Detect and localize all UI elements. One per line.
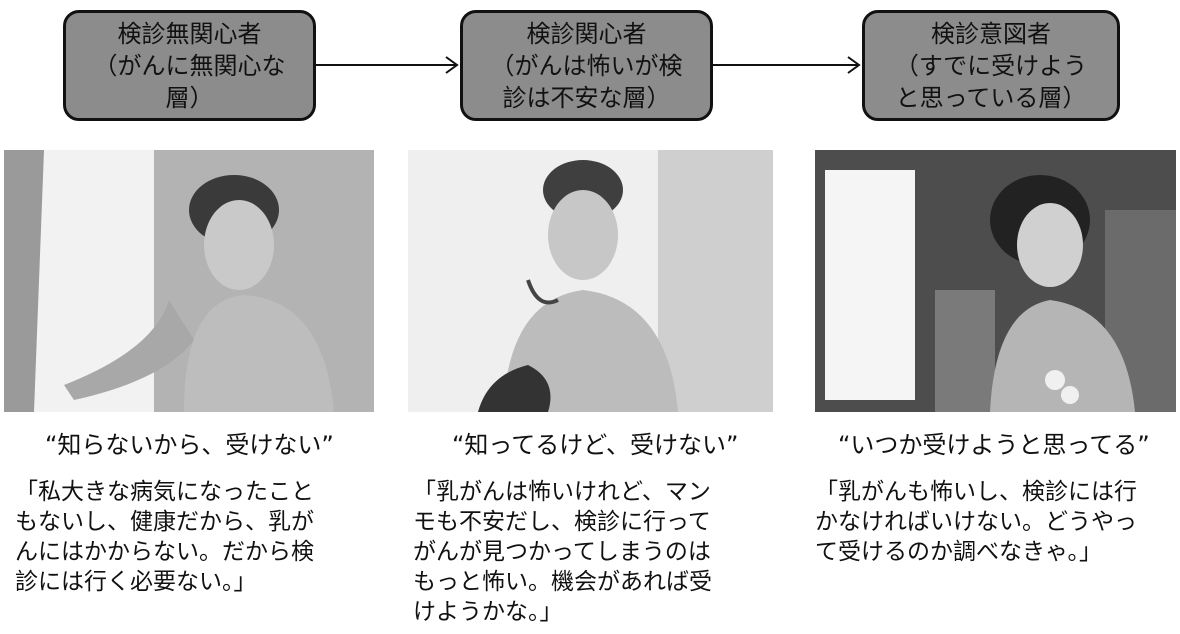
stage-description-interested: 「乳がんは怖いけれど、マン モも不安だし、検診に行って がんが見つかってしまうの… <box>413 479 712 625</box>
stage-quote-interested: “知ってるけど、受けない” <box>452 431 739 459</box>
stage-quote-intending: “いつか受けようと思ってる” <box>838 431 1150 459</box>
photo-woman-interested <box>408 150 773 412</box>
photo-woman-uninterested <box>4 150 374 412</box>
photo-woman-intending <box>815 150 1176 412</box>
stage-description-uninterested: 「私大きな病気になったこと もないし、健康だから、乳が んにはかからない。だから… <box>15 479 314 595</box>
stage-box-interested: 検診関心者 （がんは怖いが検 診は不安な層） <box>460 10 713 121</box>
arrow-stage2-to-stage3 <box>713 56 861 74</box>
stage-title-uninterested: 検診無関心者 （がんに無関心な 層） <box>93 19 286 112</box>
stage-box-intending: 検診意図者 （すでに受けよう と思っている層） <box>862 10 1120 121</box>
stage-title-interested: 検診関心者 （がんは怖いが検 診は不安な層） <box>490 19 683 112</box>
stage-quote-uninterested: “知らないから、受けない” <box>45 431 334 459</box>
stage-box-uninterested: 検診無関心者 （がんに無関心な 層） <box>63 10 316 121</box>
arrow-stage1-to-stage2 <box>316 56 459 74</box>
stage-title-intending: 検診意図者 （すでに受けよう と思っている層） <box>894 19 1088 112</box>
stage-description-intending: 「乳がんも怖いし、検診には行 かなければいけない。どうやっ て受けるのか調べなき… <box>815 479 1137 565</box>
